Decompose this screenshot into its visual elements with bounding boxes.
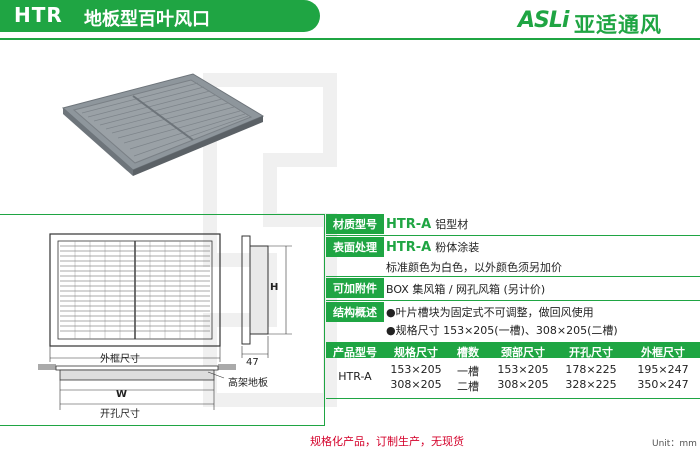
logo-mark: ASLi bbox=[518, 8, 569, 33]
table-header: 产品型号 规格尺寸 槽数 颈部尺寸 开孔尺寸 外框尺寸 bbox=[326, 342, 700, 359]
spec-row-accessory: 可加附件 BOX 集风箱 / 网孔风箱 (另计价) bbox=[326, 278, 700, 298]
logo-name: 亚适通风 bbox=[574, 13, 662, 37]
row-label: 表面处理 bbox=[326, 237, 384, 257]
table-cell: 153×205 bbox=[390, 363, 442, 376]
divider bbox=[326, 300, 700, 301]
product-code: HTR bbox=[14, 3, 63, 27]
dim-47-label: 47 bbox=[246, 357, 259, 368]
th-frame: 外框尺寸 bbox=[641, 346, 685, 359]
table-cell: 350×247 bbox=[637, 378, 689, 391]
product-title: 地板型百叶风口 bbox=[84, 9, 210, 30]
footer-note: 规格化产品，订制生产，无现货 bbox=[310, 435, 464, 448]
table-cell: 178×225 bbox=[565, 363, 617, 376]
row-bullet-2: ●规格尺寸 153×205(一槽)、308×205(二槽) bbox=[386, 324, 618, 337]
table-cell: 二槽 bbox=[457, 380, 479, 393]
drawing-frame bbox=[0, 214, 325, 426]
divider bbox=[326, 235, 700, 236]
table-cell: 153×205 bbox=[497, 363, 549, 376]
th-model: 产品型号 bbox=[333, 346, 377, 359]
row-label: 结构概述 bbox=[326, 302, 384, 322]
row-bullet-1: ●叶片槽块为固定式不可调整，做回风使用 bbox=[386, 306, 594, 319]
row-label: 可加附件 bbox=[326, 278, 384, 298]
row-text: 铝型材 bbox=[435, 218, 469, 231]
header-rule bbox=[0, 38, 700, 40]
row-text: BOX 集风箱 / 网孔风箱 (另计价) bbox=[386, 283, 546, 296]
unit-label: Unit：mm bbox=[652, 439, 697, 449]
floor-label: 高架地板 bbox=[228, 378, 268, 389]
row-label: 材质型号 bbox=[326, 214, 384, 234]
th-slots: 槽数 bbox=[457, 346, 479, 359]
outer-size-label: 外框尺寸 bbox=[100, 354, 140, 365]
watermark-graphic bbox=[203, 73, 337, 407]
row-code: HTR-A bbox=[386, 240, 432, 255]
row-text-2: 标准颜色为白色，以外颜色须另加价 bbox=[386, 261, 562, 274]
table-cell-model: HTR-A bbox=[338, 370, 372, 383]
row-code: HTR-A bbox=[386, 217, 432, 232]
table-cell: 308×205 bbox=[497, 378, 549, 391]
opening-size-label: 开孔尺寸 bbox=[100, 409, 140, 420]
w-label: W bbox=[116, 389, 128, 400]
table-cell: 一槽 bbox=[457, 365, 479, 378]
brand-logo: ASLi 亚适通风 bbox=[518, 8, 694, 37]
th-spec: 规格尺寸 bbox=[394, 346, 438, 359]
table-cell: 328×225 bbox=[565, 378, 617, 391]
table-cell: 195×247 bbox=[637, 363, 689, 376]
table-cell: 308×205 bbox=[390, 378, 442, 391]
th-opening: 开孔尺寸 bbox=[569, 346, 613, 359]
header-band bbox=[0, 0, 320, 32]
table-bottom-rule bbox=[326, 398, 700, 399]
spec-row-structure: 结构概述 ●叶片槽块为固定式不可调整，做回风使用 ●规格尺寸 153×205(一… bbox=[326, 302, 700, 338]
th-neck: 颈部尺寸 bbox=[501, 346, 545, 359]
row-text: 粉体涂装 bbox=[435, 241, 480, 254]
divider bbox=[326, 276, 700, 277]
product-render-image bbox=[61, 73, 265, 176]
dimension-drawing bbox=[38, 233, 292, 410]
h-label: H bbox=[270, 282, 279, 293]
